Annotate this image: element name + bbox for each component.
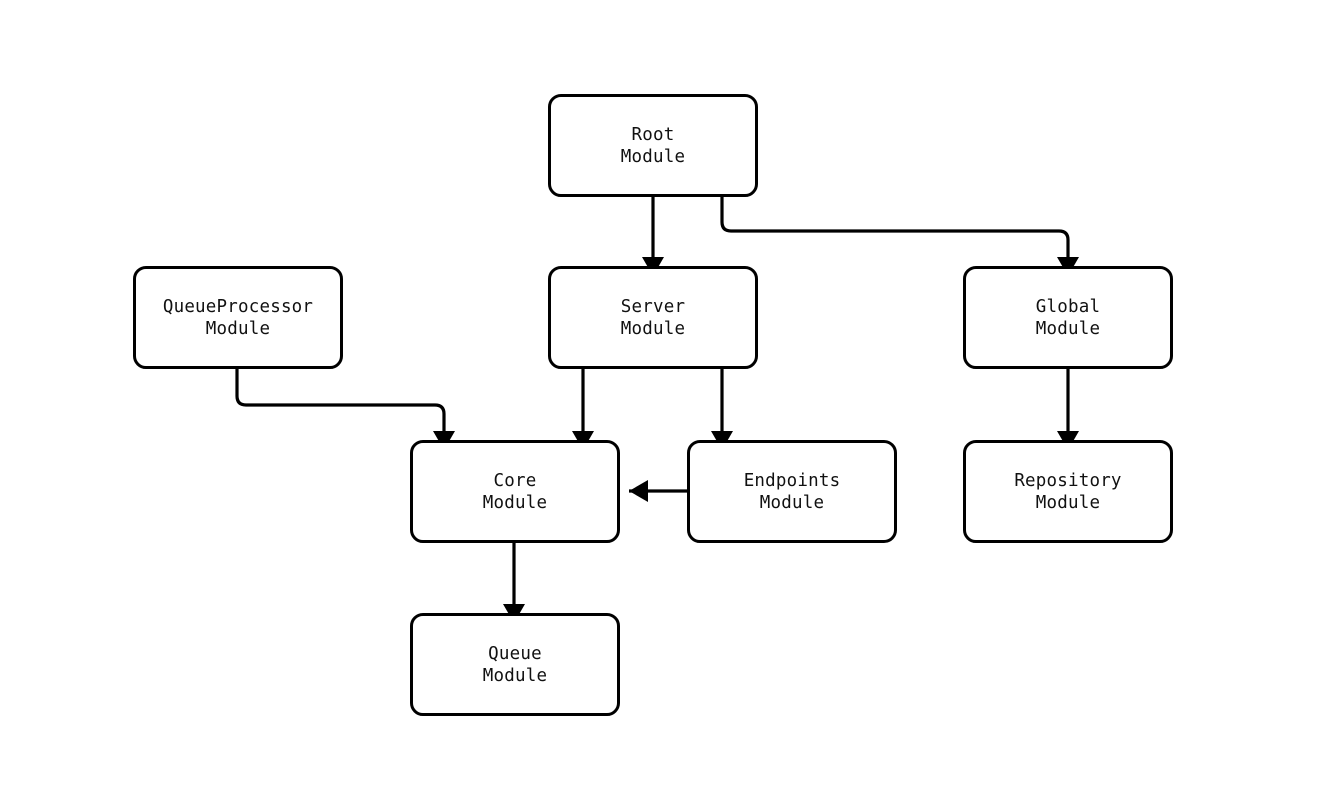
node-queueprocessor-label-line2: Module [205,318,271,339]
node-root-label-line2: Module [620,146,686,167]
node-repository-label-line2: Module [1035,492,1101,513]
node-global-label-line1: Global [1035,296,1101,317]
node-endpoints-label-line1: Endpoints [743,470,841,491]
node-core-label-line1: Core [493,470,537,491]
node-server-label-line1: Server [620,296,686,317]
edge-root-global [720,197,1070,257]
node-endpoints-label-line2: Module [759,492,825,513]
node-endpoints[interactable]: Endpoints Module [687,440,897,543]
node-queue-label-line2: Module [482,665,548,686]
node-queueprocessor-label-line1: QueueProcessor [162,296,314,317]
edges-group [235,197,1079,623]
node-core[interactable]: Core Module [410,440,620,543]
node-core-label-line2: Module [482,492,548,513]
node-root-label-line1: Root [631,124,675,145]
edge-queueprocessor-core [235,369,446,431]
node-queue-label-line1: Queue [488,643,542,664]
node-server[interactable]: Server Module [548,266,758,369]
node-repository[interactable]: Repository Module [963,440,1173,543]
node-root[interactable]: Root Module [548,94,758,197]
node-queue[interactable]: Queue Module [410,613,620,716]
node-queueprocessor[interactable]: QueueProcessor Module [133,266,343,369]
node-server-label-line2: Module [620,318,686,339]
node-global[interactable]: Global Module [963,266,1173,369]
node-repository-label-line1: Repository [1014,470,1122,491]
arrowhead-endpoints-core [629,480,648,502]
node-global-label-line2: Module [1035,318,1101,339]
